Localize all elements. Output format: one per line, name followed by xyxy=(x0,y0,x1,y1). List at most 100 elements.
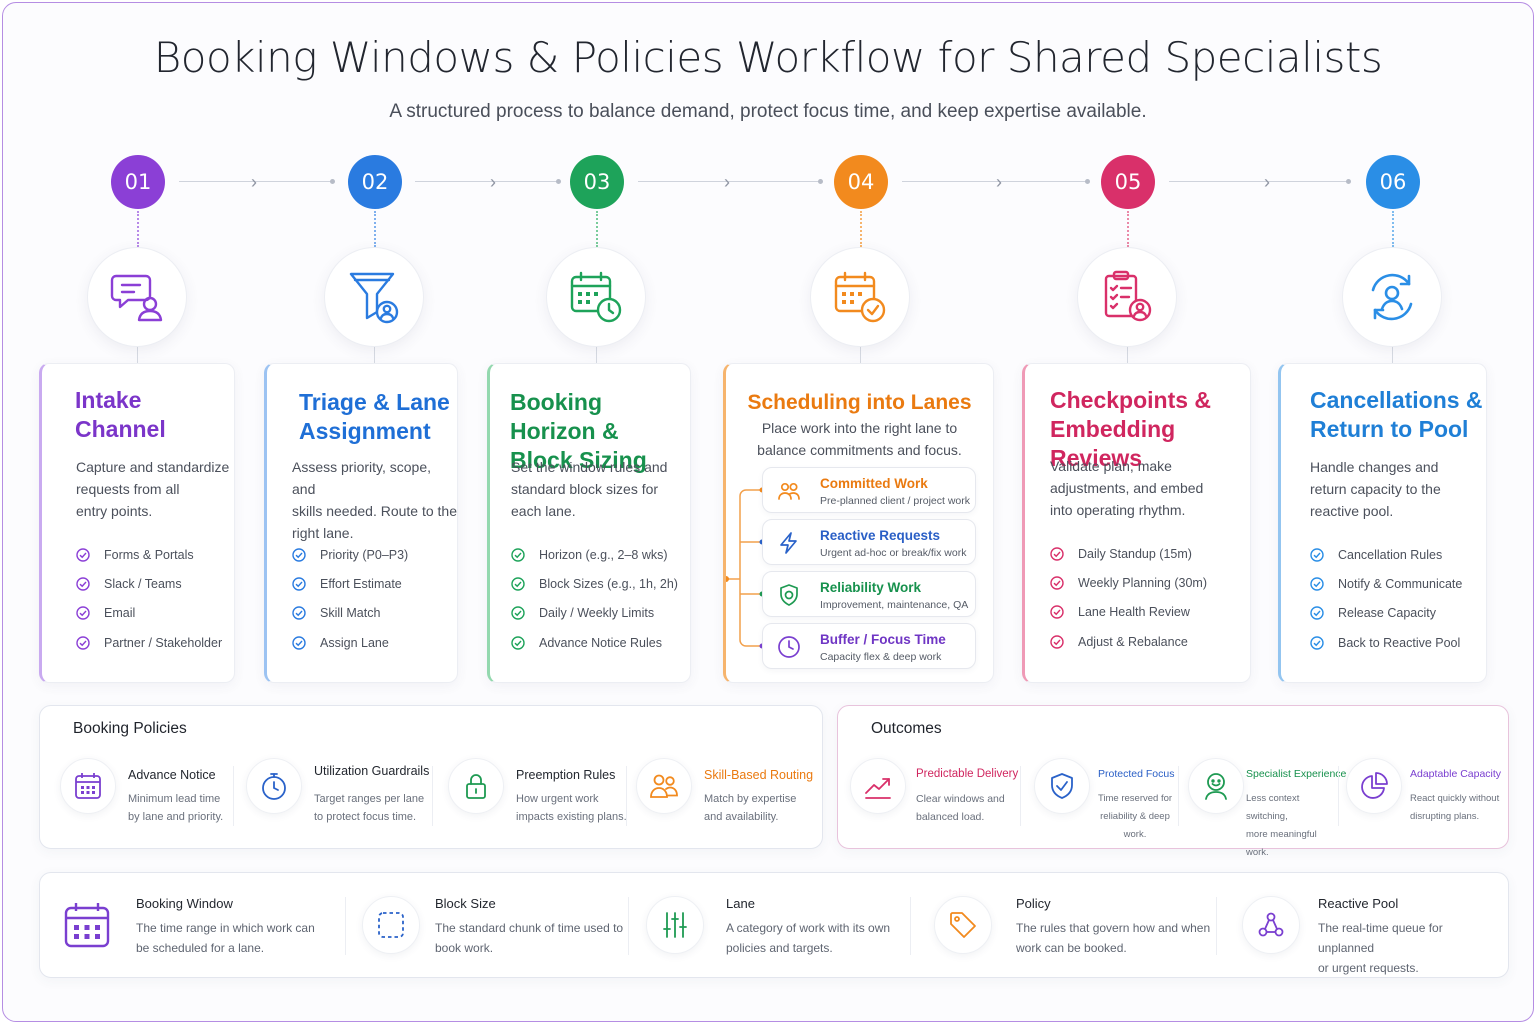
chevron-right-icon: › xyxy=(251,172,257,192)
card-title-line: Channel xyxy=(75,416,166,442)
checklist-label: Notify & Communicate xyxy=(1338,576,1463,591)
stopwatch-icon xyxy=(262,773,286,800)
step-icon-circle xyxy=(1342,247,1442,347)
clock-icon xyxy=(778,636,800,658)
desc-line: standard block sizes for xyxy=(511,481,659,497)
step-number-05: 05 xyxy=(1101,155,1155,209)
glossary-definition: The real-time queue for unplanned or urg… xyxy=(1318,918,1502,978)
connector-dot xyxy=(1085,179,1090,184)
step-dotted-link xyxy=(596,211,598,247)
checklist-item: Weekly Planning (30m) xyxy=(1050,568,1207,597)
chevron-right-icon: › xyxy=(1264,172,1270,192)
panel-title: Booking Policies xyxy=(73,720,187,737)
check-circle-icon xyxy=(1310,606,1324,620)
outcome-icon-circle xyxy=(1034,758,1090,814)
checklist-item: Block Sizes (e.g., 1h, 2h) xyxy=(511,569,678,598)
step-icon-circle xyxy=(810,247,910,347)
checklist-label: Lane Health Review xyxy=(1078,605,1190,620)
lock-icon xyxy=(466,774,486,799)
glossary-policy: Policy The rules that govern how and whe… xyxy=(934,873,1234,979)
desc-line: entry points. xyxy=(76,503,153,519)
checklist-label: Release Capacity xyxy=(1338,606,1436,621)
outcome-description: Time reserved for reliability & deep wor… xyxy=(1090,790,1180,844)
step-dotted-link xyxy=(137,211,139,247)
desc-line: Match by expertise xyxy=(704,793,797,805)
step-connector xyxy=(638,181,822,182)
step-number-02: 02 xyxy=(348,155,402,209)
glossary-definition: A category of work with its own policies… xyxy=(726,918,890,958)
outcome-adaptable-capacity: Adaptable Capacity React quickly without… xyxy=(1346,758,1506,828)
lane-buffer-focus: Buffer / Focus Time Capacity flex & deep… xyxy=(762,623,976,669)
checklist-item: Lane Health Review xyxy=(1050,598,1207,627)
check-circle-icon xyxy=(1310,547,1324,562)
checklist-item: Partner / Stakeholder xyxy=(76,628,222,657)
policy-utilization-guardrails: Utilization Guardrails Target ranges per… xyxy=(246,758,446,828)
pie-chart-icon xyxy=(1361,772,1388,799)
checklist-label: Adjust & Rebalance xyxy=(1078,634,1188,649)
step-card-triage: Triage & Lane Assignment Assess priority… xyxy=(264,363,458,683)
lane-description: Urgent ad-hoc or break/fix work xyxy=(820,547,967,559)
desc-line: Target ranges per lane xyxy=(314,793,425,805)
checklist-item: Release Capacity xyxy=(1310,599,1462,628)
check-circle-icon xyxy=(1050,605,1064,619)
tag-icon xyxy=(950,912,976,938)
policy-description: Target ranges per lane to protect focus … xyxy=(314,790,424,826)
lane-bracket xyxy=(726,487,765,649)
calendar-icon xyxy=(75,773,101,799)
shield-check-icon xyxy=(1051,773,1073,799)
policy-icon-circle xyxy=(636,758,692,814)
lane-description: Capacity flex & deep work xyxy=(820,651,942,663)
card-description: Validate plan, make adjustments, and emb… xyxy=(1050,455,1203,521)
lane-name: Committed Work xyxy=(820,476,928,491)
lane-name: Reactive Requests xyxy=(820,528,941,543)
step-card-cancellations: Cancellations & Return to Pool Handle ch… xyxy=(1278,363,1487,683)
outcome-name: Adaptable Capacity xyxy=(1410,768,1502,780)
desc-line: Less context switching, xyxy=(1246,793,1300,822)
outcome-icon-circle xyxy=(1346,758,1402,814)
check-circle-icon xyxy=(292,547,306,562)
step-dotted-link xyxy=(1392,211,1394,247)
check-circle-icon xyxy=(1050,634,1064,649)
checklist-item: Effort Estimate xyxy=(292,569,408,598)
desc-line: right lane. xyxy=(292,525,354,541)
card-title-line: Booking Horizon & xyxy=(510,389,619,444)
desc-line: A category of work with its own xyxy=(726,921,891,935)
policy-name: Skill-Based Routing xyxy=(704,768,814,782)
icon-card-link xyxy=(1127,345,1128,365)
lane-name: Buffer / Focus Time xyxy=(820,632,946,647)
desc-line: requests from all xyxy=(76,481,180,497)
trend-up-icon xyxy=(865,778,891,799)
outcomes-panel: Outcomes Predictable Delivery Clear wind… xyxy=(837,705,1509,858)
card-title-line: Assignment xyxy=(299,418,431,444)
checklist-label: Daily Standup (15m) xyxy=(1078,546,1192,561)
divider xyxy=(345,897,346,955)
checklist-item: Email xyxy=(76,599,222,628)
step-number-04: 04 xyxy=(834,155,888,209)
icon-card-link xyxy=(596,345,597,365)
desc-line: Validate plan, make xyxy=(1050,458,1172,474)
checklist-label: Forms & Portals xyxy=(104,547,194,562)
network-icon xyxy=(1258,912,1284,937)
panel-title: Outcomes xyxy=(871,720,942,737)
checklist-label: Partner / Stakeholder xyxy=(104,635,223,650)
calendar-icon xyxy=(64,903,110,948)
glossary-lane: Lane A category of work with its own pol… xyxy=(646,873,916,979)
checklist-label: Back to Reactive Pool xyxy=(1338,635,1461,650)
desc-line: React quickly without xyxy=(1410,793,1500,804)
desc-line: into operating rhythm. xyxy=(1050,502,1186,518)
card-title-line: Embedding Reviews xyxy=(1050,416,1176,471)
check-circle-icon xyxy=(292,577,306,591)
step-dotted-link xyxy=(1127,211,1129,247)
desc-line: How urgent work xyxy=(516,793,599,805)
checklist-item: Cancellation Rules xyxy=(1310,540,1462,569)
desc-line: The time range in which work can xyxy=(136,921,315,935)
desc-line: and availability. xyxy=(704,811,779,823)
checklist-label: Daily / Weekly Limits xyxy=(539,606,655,621)
lane-reactive-requests: Reactive Requests Urgent ad-hoc or break… xyxy=(762,519,976,565)
card-description: Place work into the right lane to balanc… xyxy=(726,417,993,461)
card-title-line: Return to Pool xyxy=(1310,416,1469,442)
glossary-reactive-pool: Reactive Pool The real-time queue for un… xyxy=(1242,873,1502,979)
checklist-item: Skill Match xyxy=(292,599,408,628)
policy-name: Utilization Guardrails xyxy=(314,764,430,778)
